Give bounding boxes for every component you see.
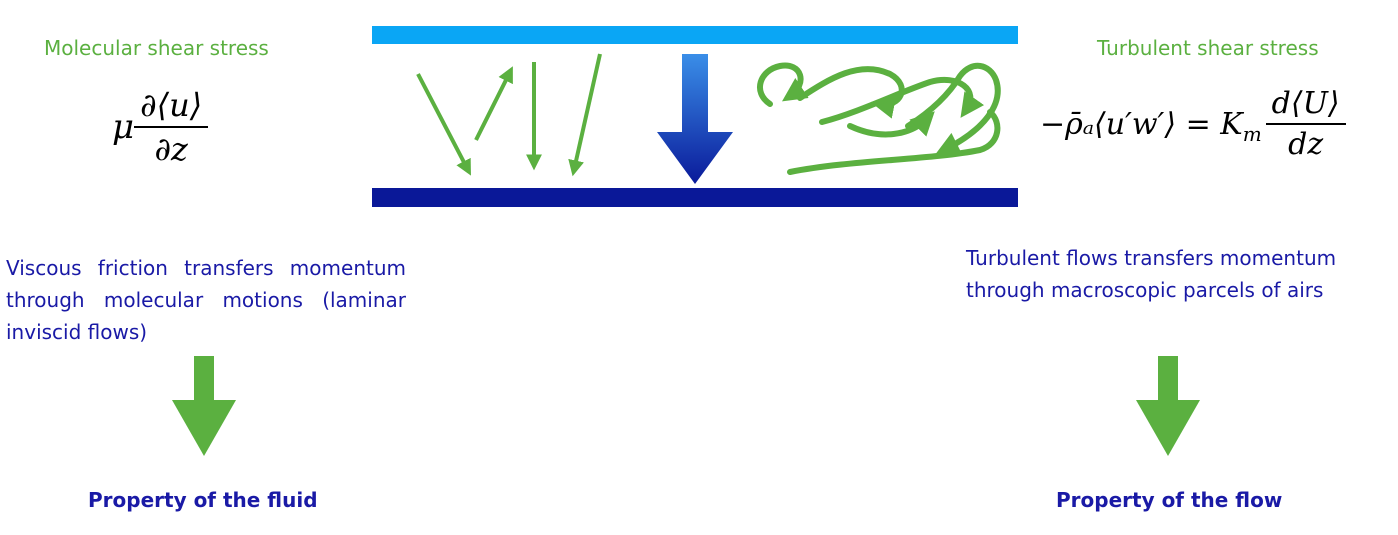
momentum-arrow [657, 54, 733, 184]
mu-symbol: μ [112, 107, 135, 147]
turbulent-lhs: −ρ̄ₐ⟨u′w′⟩ = K [1040, 106, 1243, 142]
top-plate [372, 26, 1018, 44]
swirl-4 [905, 63, 1001, 155]
turbulent-denominator: dz [1288, 127, 1324, 162]
turbulent-numerator: d⟨U⟩ [1265, 86, 1346, 125]
molecular-arrow-4 [568, 53, 602, 177]
molecular-denominator: ∂z [154, 130, 188, 168]
molecular-title: Molecular shear stress [44, 36, 269, 60]
fluid-property-label: Property of the fluid [88, 488, 318, 512]
turbulent-title: Turbulent shear stress [1097, 36, 1319, 60]
molecular-arrow-2 [474, 66, 513, 141]
molecular-arrows [416, 53, 602, 177]
turbulent-swirls [757, 62, 1001, 175]
molecular-arrow-1 [416, 73, 471, 176]
flow-property-label: Property of the flow [1056, 488, 1283, 512]
turbulent-description: Turbulent flows transfers momentum throu… [966, 246, 1337, 302]
right-down-arrow [1136, 356, 1200, 456]
swirl-5 [787, 109, 1001, 175]
turbulent-subscript: m [1242, 122, 1262, 146]
molecular-description: Viscous friction transfers momentum thro… [6, 256, 406, 344]
bottom-plate [372, 188, 1018, 207]
swirl-3 [819, 77, 985, 125]
left-down-arrow [172, 356, 236, 456]
swirl-6 [847, 111, 935, 138]
swirl-2 [797, 66, 905, 119]
swirl-1 [757, 62, 809, 107]
molecular-formula: μ ∂⟨u⟩ ∂z [112, 86, 209, 168]
molecular-numerator: ∂⟨u⟩ [134, 86, 209, 128]
